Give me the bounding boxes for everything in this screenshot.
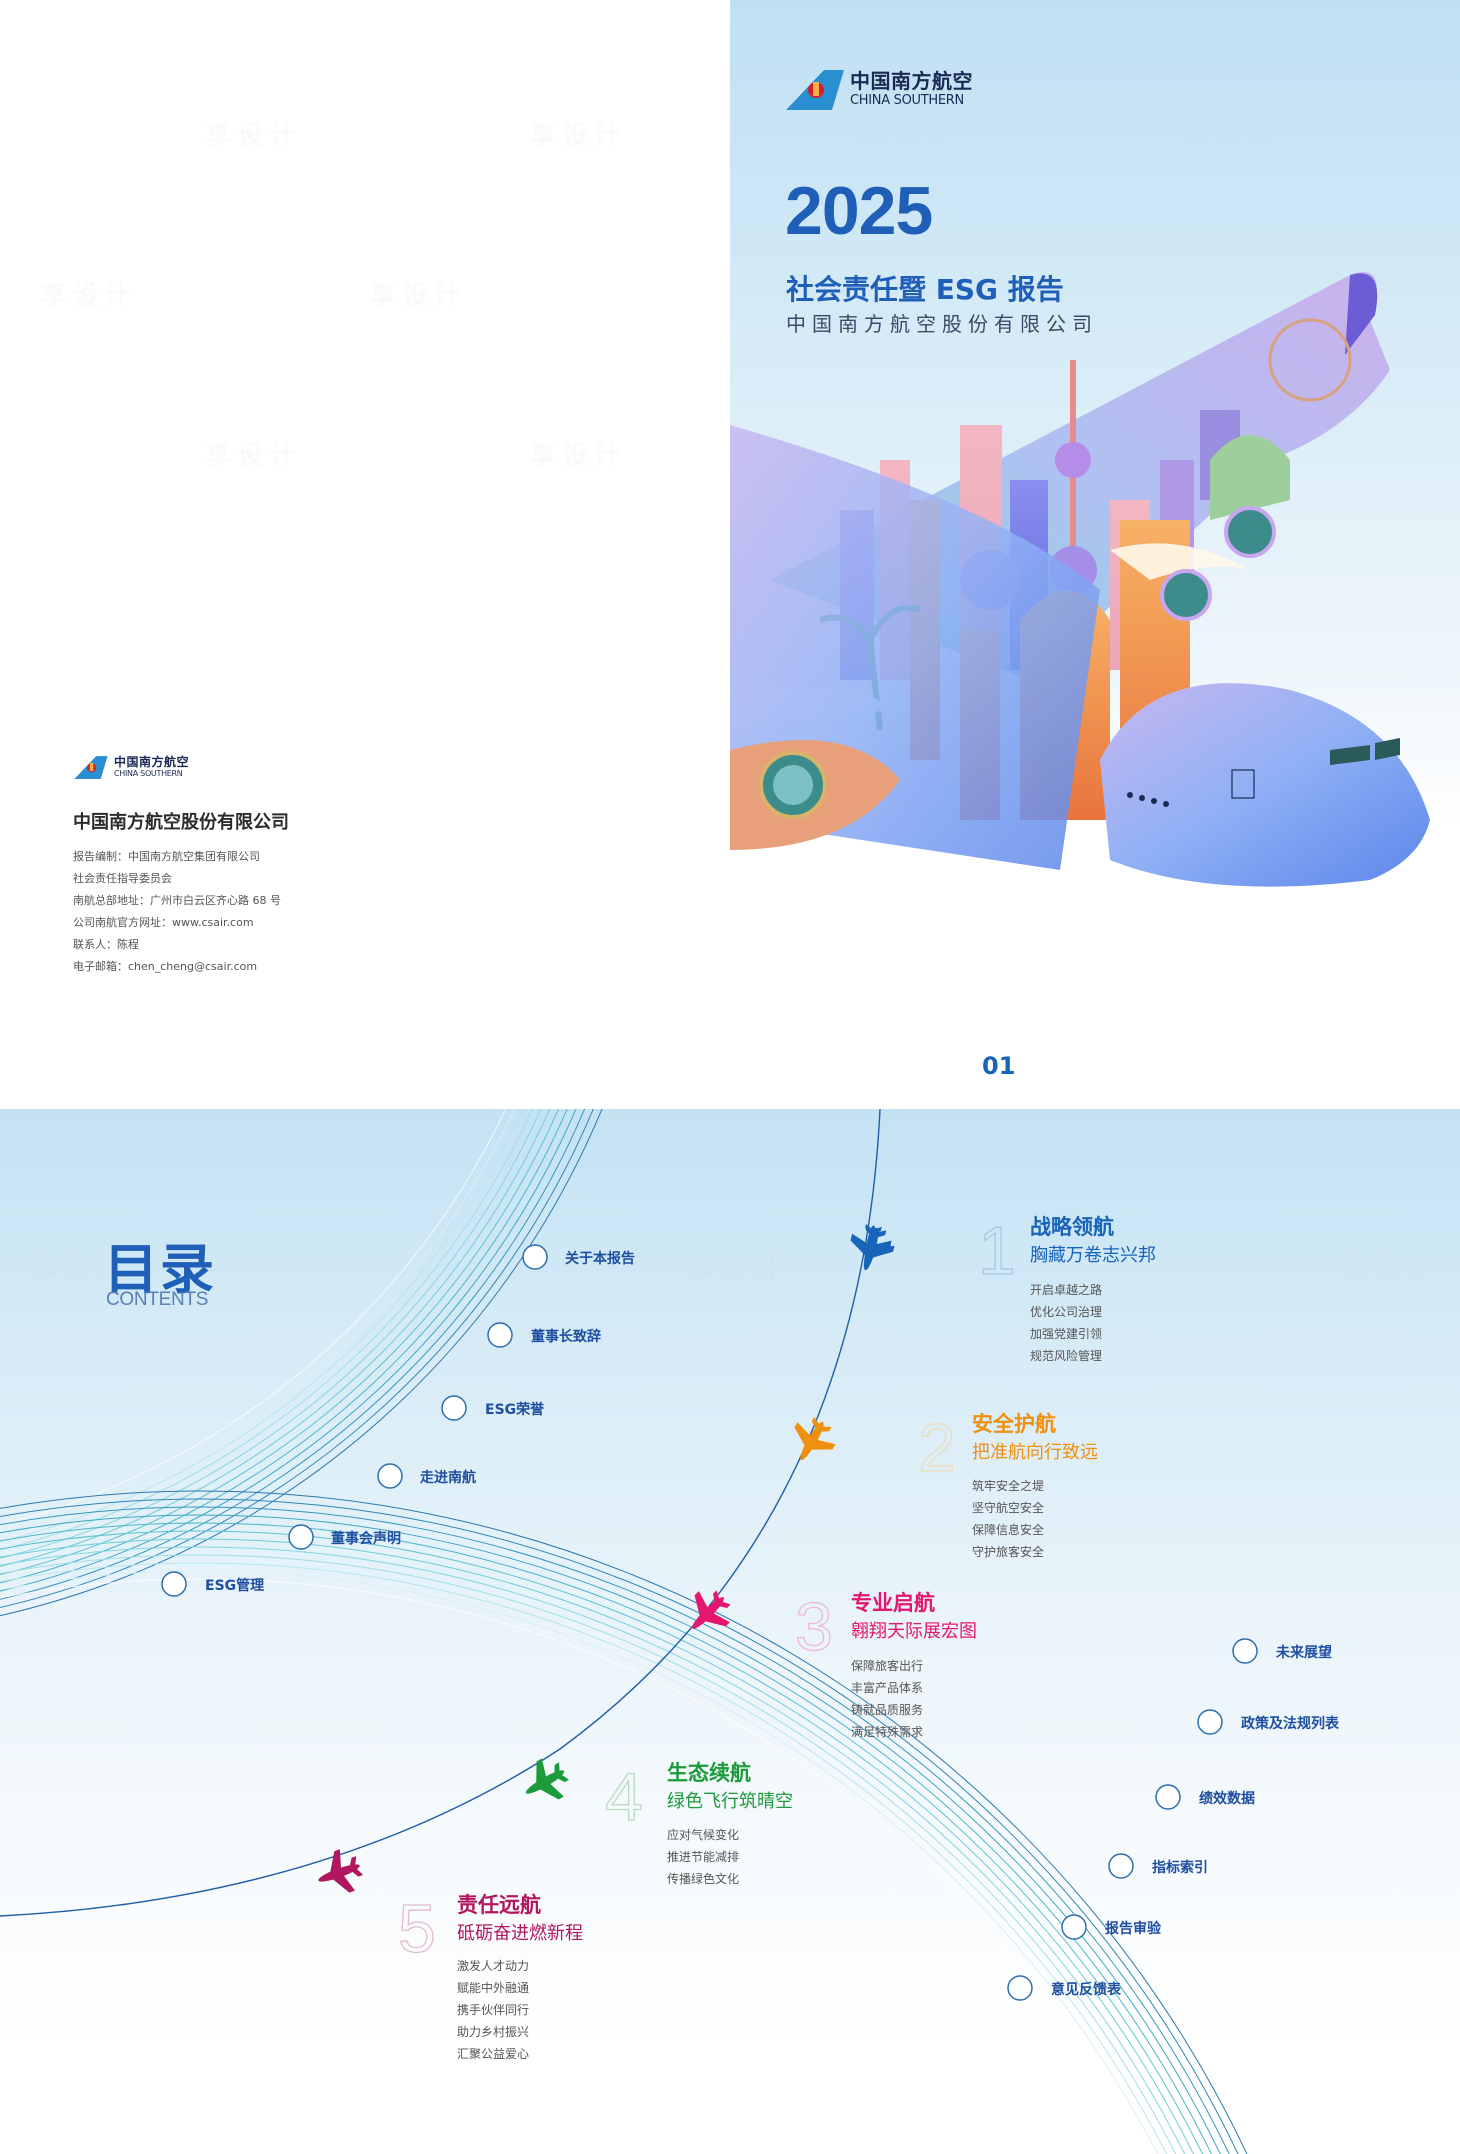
- report-year: 2025: [785, 173, 933, 249]
- toc-link-esg-honors[interactable]: ESG荣誉: [485, 1402, 545, 1418]
- front-cover: 享设计 享设计: [730, 0, 1460, 1109]
- watermark: 享设计: [1185, 121, 1282, 151]
- chapter-items: 激发人才动力 赋能中外融通 携手伙伴同行 助力乡村振兴 汇聚公益爱心: [457, 1955, 529, 2065]
- chapter-items: 筑牢安全之堤 坚守航空安全 保障信息安全 守护旅客安全: [972, 1475, 1044, 1563]
- watermark: 享设计: [370, 281, 467, 311]
- chapter-item[interactable]: 加强党建引领: [1030, 1327, 1103, 1341]
- chapter-item[interactable]: 保障信息安全: [972, 1523, 1045, 1537]
- chapter-item[interactable]: 丰富产品体系: [851, 1681, 924, 1695]
- chapter-item[interactable]: 激发人才动力: [457, 1959, 530, 1973]
- chapter-item[interactable]: 赋能中外融通: [457, 1981, 530, 1995]
- chapter-subtitle: 绿色飞行筑晴空: [667, 1791, 793, 1812]
- chapter-item[interactable]: 助力乡村振兴: [457, 2025, 530, 2039]
- toc-link-index[interactable]: 指标索引: [1152, 1860, 1208, 1876]
- chapter-title: 责任远航: [457, 1893, 541, 1917]
- chapter-item[interactable]: 筑牢安全之堤: [972, 1479, 1045, 1493]
- brand-logo: 中国南方航空 CHINA SOUTHERN: [74, 755, 189, 779]
- cover-spread: 享设计 享设计 享设计 享设计 享设计 享设计 中国南方航空 CHINA SOU…: [0, 0, 1460, 1109]
- toc-link-assurance[interactable]: 报告审验: [1105, 1921, 1161, 1937]
- back-cover: 享设计 享设计 享设计 享设计 享设计 享设计 中国南方航空 CHINA SOU…: [0, 0, 730, 1109]
- chapter-item[interactable]: 优化公司治理: [1030, 1305, 1103, 1319]
- table-of-contents-spread: 享设计 享设计 享设计 目录 CONTENTS 关于本报告 董事长致辞 ESG荣…: [0, 1109, 1460, 2154]
- watermark: 享设计: [205, 441, 302, 471]
- airplane-icon-chapter-5: [318, 1849, 364, 1893]
- chapter-item[interactable]: 规范风险管理: [1030, 1349, 1103, 1363]
- chapter-number: 3: [794, 1589, 833, 1665]
- toc-subtitle: CONTENTS: [106, 1289, 209, 1310]
- watermark: 享设计: [530, 441, 627, 471]
- chapter-item[interactable]: 传播绿色文化: [667, 1872, 740, 1886]
- chapter-subtitle: 把准航向行致远: [972, 1442, 1098, 1463]
- brand-name-cn: 中国南方航空: [850, 69, 973, 93]
- chapter-items: 保障旅客出行 丰富产品体系 铸就品质服务 满足特殊需求: [851, 1655, 923, 1743]
- chapter-item[interactable]: 汇聚公益爱心: [457, 2047, 530, 2061]
- flight-path-lines: [0, 1109, 1258, 2154]
- chapter-items: 开启卓越之路 优化公司治理 加强党建引领 规范风险管理: [1030, 1279, 1102, 1367]
- toc-link-board-statement[interactable]: 董事会声明: [331, 1531, 401, 1547]
- contact-info: 报告编制：中国南方航空集团有限公司 社会责任指导委员会 南航总部地址：广州市白云…: [73, 846, 281, 978]
- chapter-subtitle: 翱翔天际展宏图: [851, 1621, 977, 1642]
- chapter-title: 安全护航: [972, 1412, 1056, 1436]
- chapter-item[interactable]: 推进节能减排: [667, 1850, 740, 1864]
- info-line: 南航总部地址：广州市白云区齐心路 68 号: [73, 894, 281, 907]
- info-line: 社会责任指导委员会: [73, 872, 172, 885]
- back-company-name: 中国南方航空股份有限公司: [73, 812, 289, 833]
- chapter-number: 4: [604, 1759, 643, 1835]
- toc-link-outlook[interactable]: 未来展望: [1276, 1645, 1332, 1661]
- watermark: 享设计: [530, 121, 627, 151]
- airplane-icon-chapter-3: [692, 1590, 731, 1629]
- tail-logo-icon: [786, 68, 844, 110]
- brand-name-cn: 中国南方航空: [114, 755, 190, 769]
- info-line: 报告编制：中国南方航空集团有限公司: [73, 850, 260, 863]
- website-link[interactable]: 公司南航官方网址：www.csair.com: [73, 916, 254, 929]
- chapter-subtitle: 砥砺奋进燃新程: [457, 1923, 583, 1944]
- info-line: 联系人：陈程: [73, 938, 139, 951]
- chapter-number: 5: [397, 1891, 436, 1967]
- toc-link-about-company[interactable]: 走进南航: [420, 1470, 476, 1486]
- chapter-item[interactable]: 携手伙伴同行: [457, 2003, 530, 2017]
- chapter-item[interactable]: 应对气候变化: [667, 1828, 740, 1842]
- chapter-items: 应对气候变化 推进节能减排 传播绿色文化: [667, 1824, 739, 1890]
- email-link[interactable]: 电子邮箱：chen_cheng@csair.com: [73, 960, 258, 973]
- toc-link-performance-data[interactable]: 绩效数据: [1199, 1791, 1255, 1807]
- toc-link-esg-management[interactable]: ESG管理: [205, 1578, 265, 1594]
- brand-logo: 中国南方航空 CHINA SOUTHERN: [786, 68, 973, 110]
- airplane-icon-chapter-2: [794, 1416, 836, 1461]
- report-title: 社会责任暨 ESG 报告: [786, 273, 1064, 306]
- chapter-title: 生态续航: [667, 1761, 751, 1785]
- chapter-item[interactable]: 开启卓越之路: [1030, 1283, 1103, 1297]
- airplane-icon-chapter-4: [525, 1758, 570, 1800]
- toc-link-about-report[interactable]: 关于本报告: [565, 1251, 635, 1267]
- watermark: 享设计: [860, 121, 957, 151]
- brand-name-en: CHINA SOUTHERN: [850, 93, 964, 108]
- toc-title: 目录: [104, 1238, 216, 1301]
- toc-link-feedback[interactable]: 意见反馈表: [1051, 1982, 1121, 1998]
- airplane-icon-chapter-1: [850, 1225, 895, 1271]
- tail-logo-icon: [74, 755, 108, 779]
- chapter-subtitle: 胸藏万卷志兴邦: [1030, 1245, 1156, 1266]
- chapter-item[interactable]: 保障旅客出行: [851, 1659, 924, 1673]
- report-company: 中国南方航空股份有限公司: [786, 312, 1098, 336]
- chapter-title: 战略领航: [1030, 1215, 1114, 1239]
- brand-name-en: CHINA SOUTHERN: [114, 769, 183, 778]
- chapter-item[interactable]: 守护旅客安全: [972, 1545, 1045, 1559]
- page-number: 01: [982, 1052, 1016, 1080]
- chapter-item[interactable]: 铸就品质服务: [851, 1703, 924, 1717]
- toc-link-policies-list[interactable]: 政策及法规列表: [1241, 1716, 1339, 1732]
- watermark: 享设计: [205, 121, 302, 151]
- toc-link-chairman-message[interactable]: 董事长致辞: [531, 1329, 601, 1345]
- watermark: 享设计: [40, 281, 137, 311]
- chapter-item[interactable]: 坚守航空安全: [972, 1501, 1045, 1515]
- airplane-city-illustration: [730, 272, 1430, 887]
- chapter-number: 1: [977, 1213, 1016, 1289]
- chapter-title: 专业启航: [851, 1591, 935, 1615]
- chapter-item[interactable]: 满足特殊需求: [851, 1725, 924, 1739]
- chapter-number: 2: [917, 1410, 956, 1486]
